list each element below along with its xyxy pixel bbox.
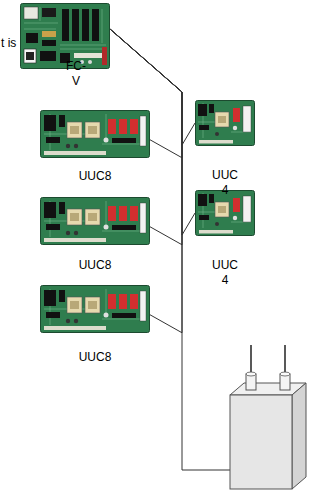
board-label: UUC8 [79,350,112,365]
bus-connector [110,29,182,158]
module-board [196,191,255,236]
module-board [196,101,255,146]
controller-board [21,4,110,69]
board-node: UUC 4 [195,100,255,198]
board-label: UUC8 [79,169,112,184]
board-label: UUC8 [79,258,112,273]
board-node: UUC8 [40,197,150,273]
module-board [41,198,150,245]
board-node: UUC8 [40,285,150,365]
note-text: t is [1,36,16,50]
module-board [41,286,150,333]
board-label: UUC 4 [212,258,238,288]
bus-connector [110,29,182,245]
battery-symbol [230,345,306,489]
board-label: UUC 4 [212,168,238,198]
board-node: UUC8 [40,110,150,184]
board-node: UUC 4 [195,190,255,288]
board-node: FC-V [20,3,110,89]
bus-connector [110,29,182,333]
module-board [41,111,150,158]
board-label: FC-V [66,59,86,89]
